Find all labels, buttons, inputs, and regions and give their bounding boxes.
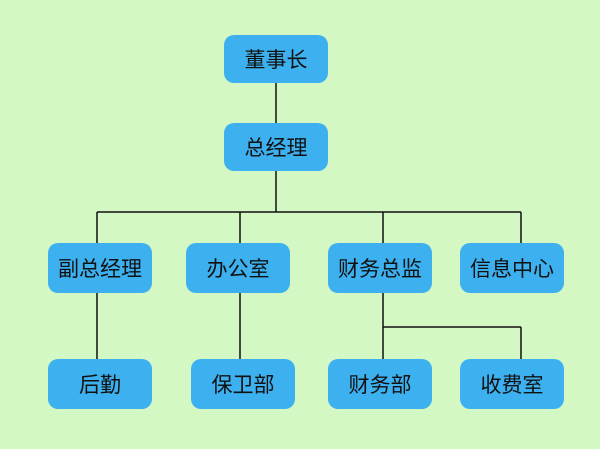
node-cashier-office[interactable]: 收费室: [460, 359, 564, 409]
node-label: 信息中心: [470, 257, 554, 281]
node-label: 董事长: [244, 48, 308, 72]
node-finance-director[interactable]: 财务总监: [328, 243, 432, 293]
node-finance-dept[interactable]: 财务部: [328, 359, 432, 409]
node-office[interactable]: 办公室: [186, 243, 290, 293]
node-label: 收费室: [480, 373, 544, 397]
node-vice-general-manager[interactable]: 副总经理: [48, 243, 152, 293]
node-label: 财务总监: [338, 257, 422, 281]
node-security[interactable]: 保卫部: [191, 359, 295, 409]
node-chairman[interactable]: 董事长: [224, 35, 328, 83]
node-label: 保卫部: [211, 373, 275, 397]
node-label: 后勤: [79, 373, 121, 397]
node-info-center[interactable]: 信息中心: [460, 243, 564, 293]
node-logistics[interactable]: 后勤: [48, 359, 152, 409]
node-general-manager[interactable]: 总经理: [224, 123, 328, 171]
node-label: 副总经理: [58, 257, 142, 281]
node-label: 总经理: [244, 136, 308, 160]
node-label: 办公室: [206, 257, 270, 281]
node-label: 财务部: [348, 373, 412, 397]
